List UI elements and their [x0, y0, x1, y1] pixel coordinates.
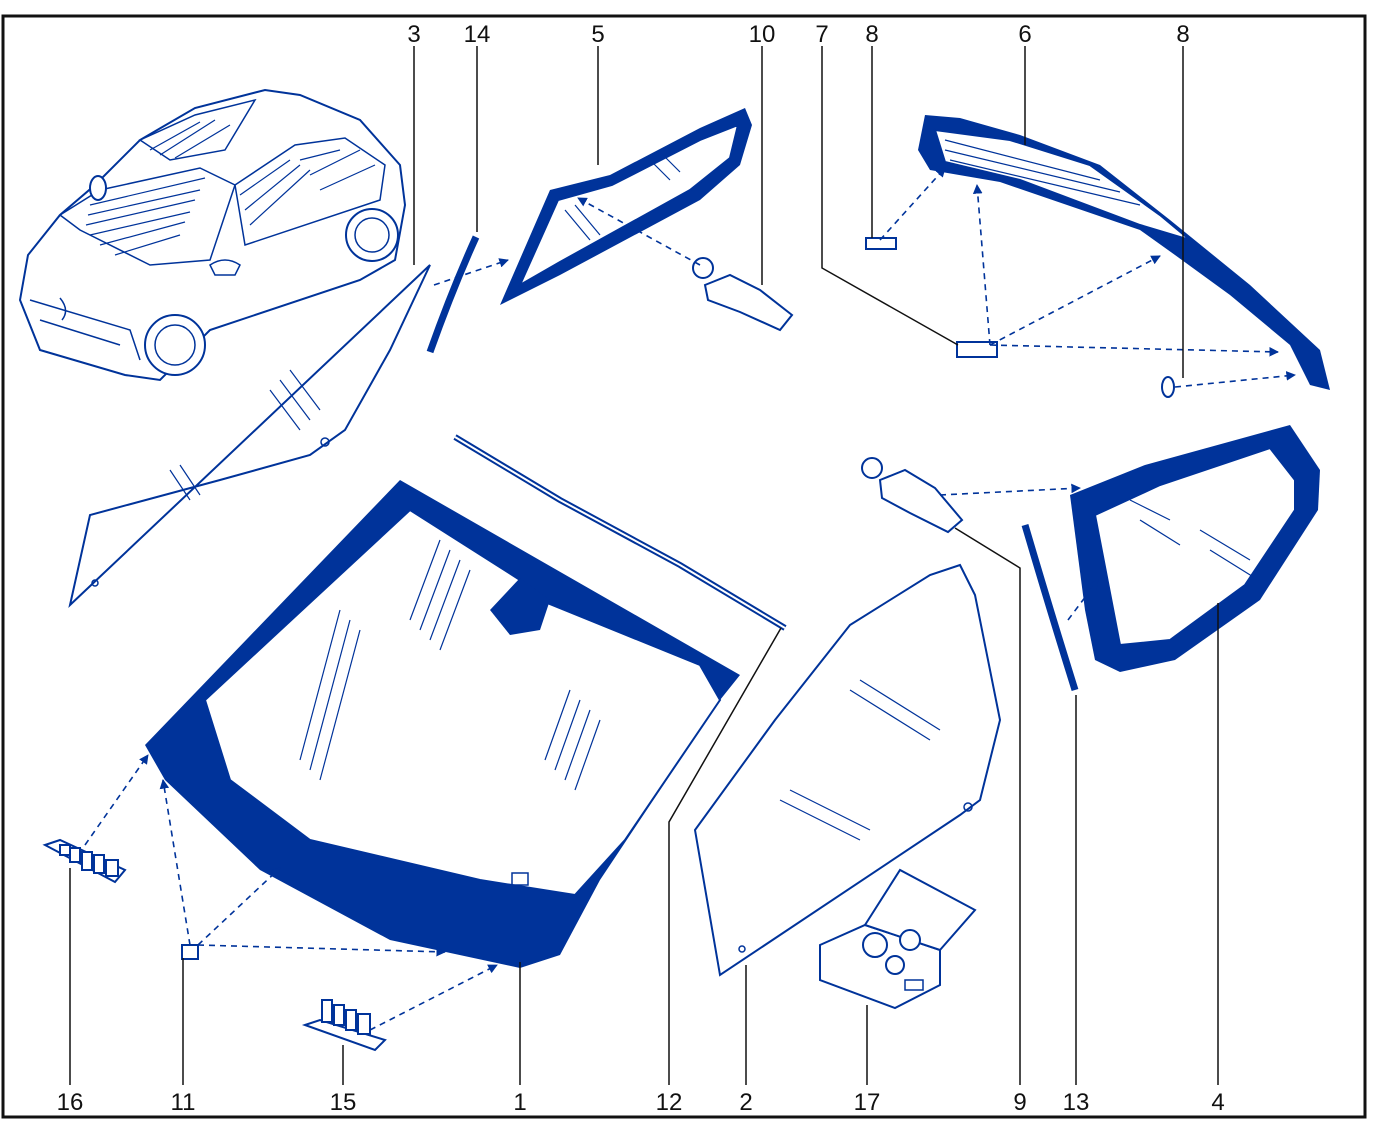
leader-lines — [69, 46, 1219, 1085]
adhesive-kit-16 — [42, 838, 127, 884]
quarter-glass-4 — [1070, 425, 1320, 672]
label-2: 2 — [739, 1089, 752, 1116]
label-1: 1 — [513, 1089, 526, 1116]
label-5: 5 — [591, 21, 604, 48]
assembly-arrows — [84, 167, 1296, 1031]
label-6: 6 — [1018, 21, 1031, 48]
label-15: 15 — [330, 1089, 357, 1116]
label-9: 9 — [1013, 1089, 1026, 1116]
rear-screen-6 — [918, 115, 1330, 390]
label-3: 3 — [407, 21, 420, 48]
repair-kit-box-17 — [819, 868, 977, 1010]
label-11: 11 — [171, 1089, 196, 1116]
label-8a: 8 — [865, 21, 878, 48]
label-17: 17 — [854, 1089, 881, 1116]
callout-labels: 3 14 5 10 7 8 6 8 16 11 15 1 12 2 17 9 1… — [57, 21, 1225, 1116]
label-13: 13 — [1063, 1089, 1090, 1116]
clip-8b — [1161, 376, 1175, 398]
clip-11 — [181, 944, 199, 960]
windscreen-1 — [145, 480, 740, 968]
mirror-bracket-10 — [692, 257, 794, 332]
quarter-glass-5 — [500, 108, 752, 305]
block-7 — [956, 341, 998, 358]
diagram-border — [1, 14, 1367, 1119]
label-7: 7 — [815, 21, 828, 48]
seal-strip-13 — [1021, 524, 1079, 692]
label-16: 16 — [57, 1089, 84, 1116]
mirror-bracket-9 — [861, 457, 964, 534]
label-8b: 8 — [1176, 21, 1189, 48]
label-14: 14 — [464, 21, 491, 48]
seal-strip-14 — [426, 235, 480, 354]
label-12: 12 — [656, 1089, 683, 1116]
car-illustration-icon — [18, 88, 407, 382]
adhesive-kit-15 — [301, 999, 387, 1052]
label-10: 10 — [749, 21, 776, 48]
label-4: 4 — [1211, 1089, 1224, 1116]
front-door-glass-right — [693, 563, 1002, 977]
front-door-glass-left — [68, 264, 431, 608]
